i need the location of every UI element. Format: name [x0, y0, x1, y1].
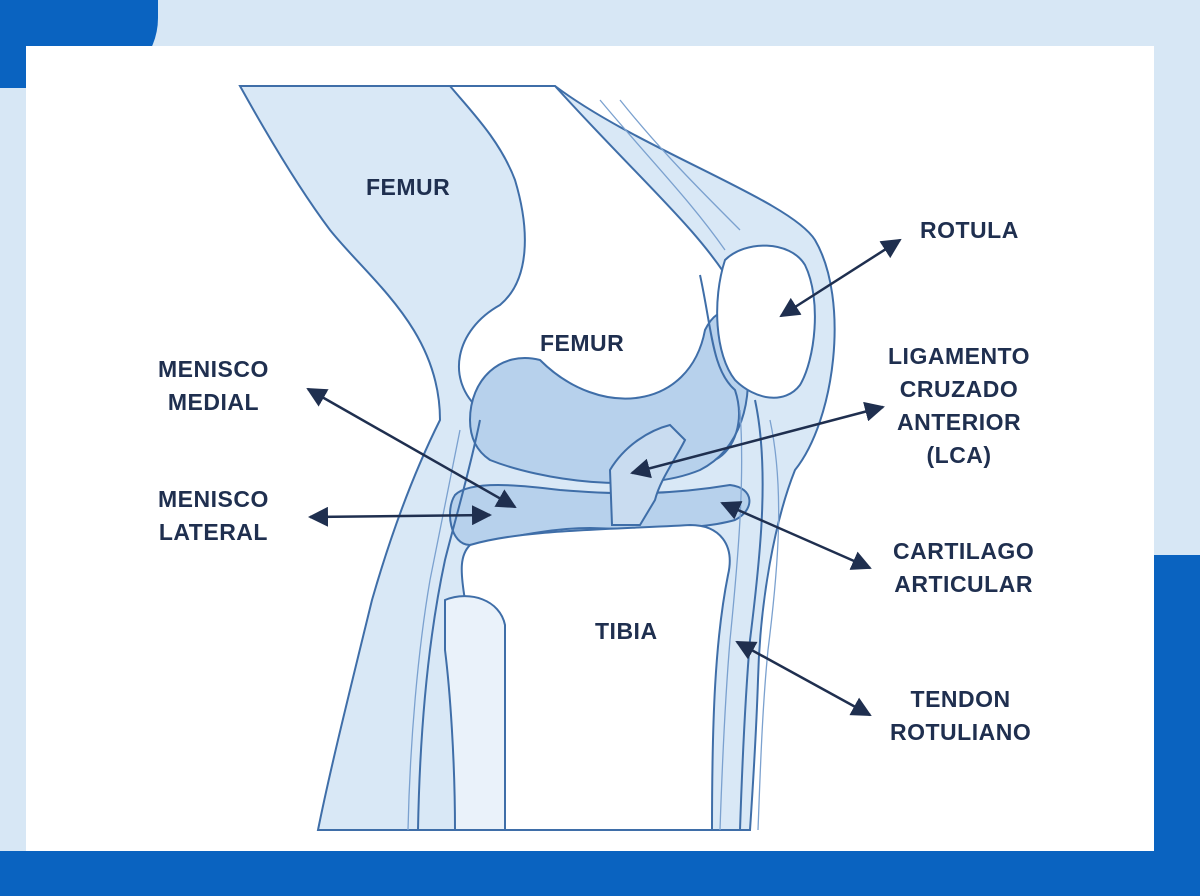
label-rotula: ROTULA [920, 214, 1019, 247]
label-cartilago: CARTILAGO ARTICULAR [893, 535, 1034, 601]
label-tendon-line2: ROTULIANO [890, 719, 1032, 745]
label-femur-center: FEMUR [540, 327, 624, 360]
arrow-rotula [779, 238, 902, 318]
arrow-cartilago [720, 501, 872, 570]
patella [716, 244, 816, 399]
bottom-accent-bar [0, 851, 1200, 896]
label-lca-line4: (LCA) [926, 442, 992, 468]
label-femur-center-text: FEMUR [540, 330, 625, 356]
label-tendon: TENDON ROTULIANO [890, 683, 1031, 749]
label-tibia: TIBIA [595, 615, 658, 648]
label-tibia-text: TIBIA [595, 618, 658, 644]
arrow-lca [630, 401, 885, 479]
label-menisco-medial: MENISCO MEDIAL [158, 353, 269, 419]
label-femur-top-text: FEMUR [366, 174, 451, 200]
right-accent-bar [1154, 555, 1200, 896]
label-menisco-lateral-line2: LATERAL [158, 519, 268, 545]
label-menisco-lateral: MENISCO LATERAL [158, 483, 269, 549]
label-femur-top: FEMUR [366, 171, 450, 204]
label-lca-line3: ANTERIOR [896, 409, 1022, 435]
label-lca: LIGAMENTO CRUZADO ANTERIOR (LCA) [888, 340, 1030, 472]
arrow-menisco-lateral [308, 505, 492, 527]
label-lca-line2: CRUZADO [899, 376, 1019, 402]
label-cartilago-line2: ARTICULAR [894, 571, 1033, 597]
arrow-tendon [735, 640, 872, 717]
label-tendon-line1: TENDON [910, 686, 1011, 712]
fibula [444, 595, 506, 831]
label-rotula-text: ROTULA [920, 217, 1019, 243]
label-menisco-medial-line2: MEDIAL [167, 389, 259, 415]
arrow-menisco-medial [306, 387, 517, 509]
label-cartilago-line1: CARTILAGO [893, 538, 1035, 564]
label-menisco-medial-line1: MENISCO [158, 356, 269, 382]
label-menisco-lateral-line1: MENISCO [158, 486, 269, 512]
label-lca-line1: LIGAMENTO [888, 343, 1031, 369]
